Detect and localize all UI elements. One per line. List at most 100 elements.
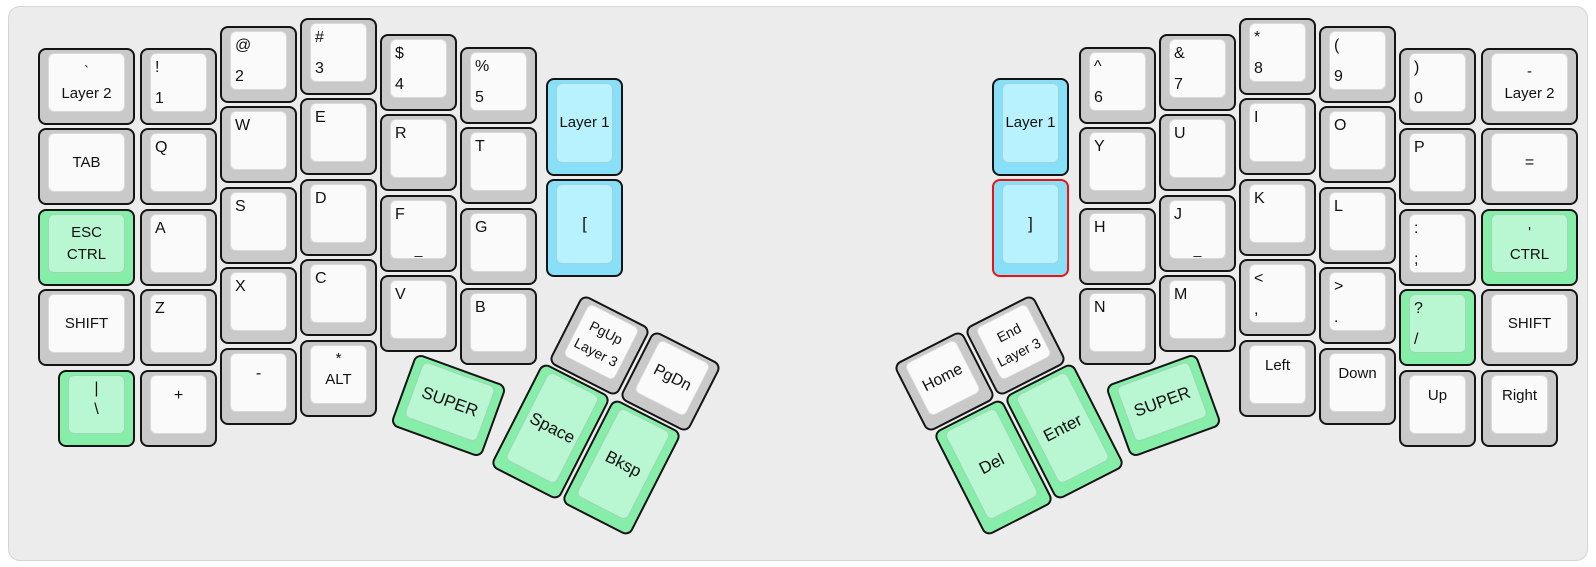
key-minus-layer2[interactable]: - Layer 2 [1481, 48, 1578, 125]
key-label-line: V [395, 286, 406, 303]
key-n[interactable]: N [1079, 288, 1156, 365]
key-percent-5[interactable]: %5 [460, 47, 537, 124]
key-label: I [1254, 102, 1258, 133]
key-layer1-left[interactable]: Layer 1 [546, 78, 623, 176]
key-question-slash[interactable]: ?/ [1399, 289, 1476, 366]
key-z[interactable]: Z [140, 289, 217, 366]
key-b[interactable]: B [460, 288, 537, 365]
key-label-line: Left [1264, 357, 1291, 374]
key-minus[interactable]: - [220, 348, 297, 425]
key-q[interactable]: Q [140, 128, 217, 205]
keycap-top: $4 [390, 39, 447, 98]
key-label: <, [1254, 263, 1263, 325]
key-label: D [315, 183, 327, 214]
key-t[interactable]: T [460, 127, 537, 204]
key-quote-ctrl[interactable]: 'CTRL [1481, 209, 1578, 286]
key-label-line: CTRL [66, 245, 107, 263]
key-grave-layer2[interactable]: `Layer 2 [38, 48, 135, 125]
key-a[interactable]: A [140, 209, 217, 286]
keycap-top: Q [150, 133, 207, 192]
key-u[interactable]: U [1159, 114, 1236, 191]
key-label-line: TAB [72, 153, 101, 171]
key-label-line: R [395, 125, 407, 142]
key-layer1-right[interactable]: Layer 1 [992, 78, 1069, 176]
key-equals[interactable]: = [1481, 128, 1578, 205]
key-at-2[interactable]: @2 [220, 26, 297, 103]
keycap-top: !1 [150, 53, 207, 112]
key-m[interactable]: M [1159, 275, 1236, 352]
keycap-top: X [230, 272, 287, 331]
key-arrow-down[interactable]: Down [1319, 348, 1396, 425]
key-s[interactable]: S [220, 187, 297, 264]
key-arrow-left[interactable]: Left [1239, 340, 1316, 417]
key-x[interactable]: X [220, 267, 297, 344]
key-star-alt[interactable]: *ALT [300, 340, 377, 417]
key-label: |\ [69, 378, 124, 420]
key-label-line: CTRL [1509, 245, 1550, 263]
key-rbracket[interactable]: ] [992, 179, 1069, 277]
key-label-line: \ [94, 401, 99, 418]
key-greater-period[interactable]: >. [1319, 267, 1396, 344]
key-pipe-backslash[interactable]: |\ [58, 370, 135, 447]
key-label: O [1334, 110, 1346, 141]
key-star-8[interactable]: *8 [1239, 18, 1316, 95]
key-arrow-right[interactable]: Right [1481, 370, 1558, 447]
key-label-line: : [1414, 220, 1419, 237]
key-label-line: - [1527, 62, 1532, 80]
key-j[interactable]: J_ [1159, 195, 1236, 272]
key-d[interactable]: D [300, 179, 377, 256]
key-lbracket[interactable]: [ [546, 179, 623, 277]
key-less-comma[interactable]: <, [1239, 259, 1316, 336]
key-label-line: ; [1414, 251, 1419, 268]
key-shift-left[interactable]: SHIFT [38, 289, 135, 366]
key-label-line: . [1334, 309, 1339, 326]
key-label-line: N [1094, 299, 1106, 316]
key-dollar-4[interactable]: $4 [380, 34, 457, 111]
key-exclam-1[interactable]: !1 [140, 48, 217, 125]
key-y[interactable]: Y [1079, 127, 1156, 204]
key-amp-7[interactable]: &7 [1159, 34, 1236, 111]
key-p[interactable]: P [1399, 128, 1476, 205]
key-paren-9[interactable]: (9 [1319, 26, 1396, 103]
key-g[interactable]: G [460, 208, 537, 285]
key-label-line: 9 [1334, 68, 1343, 85]
key-tab[interactable]: TAB [38, 128, 135, 205]
key-label: Y [1094, 131, 1105, 162]
key-hash-3[interactable]: #3 [300, 18, 377, 95]
homing-bar: _ [1193, 241, 1202, 257]
key-k[interactable]: K [1239, 179, 1316, 256]
key-label-line: SHIFT [64, 314, 109, 332]
key-label: Right [1492, 378, 1547, 406]
key-label: Layer 1 [557, 84, 612, 162]
key-label-line: > [1334, 278, 1344, 295]
keycap-top: E [310, 103, 367, 162]
key-paren-0[interactable]: )0 [1399, 48, 1476, 125]
key-arrow-up[interactable]: Up [1399, 370, 1476, 447]
key-r[interactable]: R [380, 114, 457, 191]
key-label: L [1334, 191, 1343, 222]
key-label-line: A [155, 220, 166, 237]
key-o[interactable]: O [1319, 106, 1396, 183]
key-w[interactable]: W [220, 106, 297, 183]
keycap-top: >. [1329, 272, 1386, 331]
keycap-top: %5 [470, 52, 527, 111]
key-label-line: Z [155, 300, 165, 317]
key-l[interactable]: L [1319, 187, 1396, 264]
key-h[interactable]: H [1079, 208, 1156, 285]
key-c[interactable]: C [300, 259, 377, 336]
key-caret-6[interactable]: ^6 [1079, 47, 1156, 124]
key-plus[interactable]: + [140, 370, 217, 447]
key-v[interactable]: V [380, 275, 457, 352]
key-label-line: Layer 2 [1504, 84, 1555, 102]
key-shift-right[interactable]: SHIFT [1481, 289, 1578, 366]
key-colon-semicolon[interactable]: :; [1399, 209, 1476, 286]
key-i[interactable]: I [1239, 98, 1316, 175]
keycap-top: )0 [1409, 53, 1466, 112]
key-label: C [315, 263, 327, 294]
key-label-line: Q [155, 139, 168, 156]
key-f[interactable]: F_ [380, 195, 457, 272]
key-e[interactable]: E [300, 98, 377, 175]
